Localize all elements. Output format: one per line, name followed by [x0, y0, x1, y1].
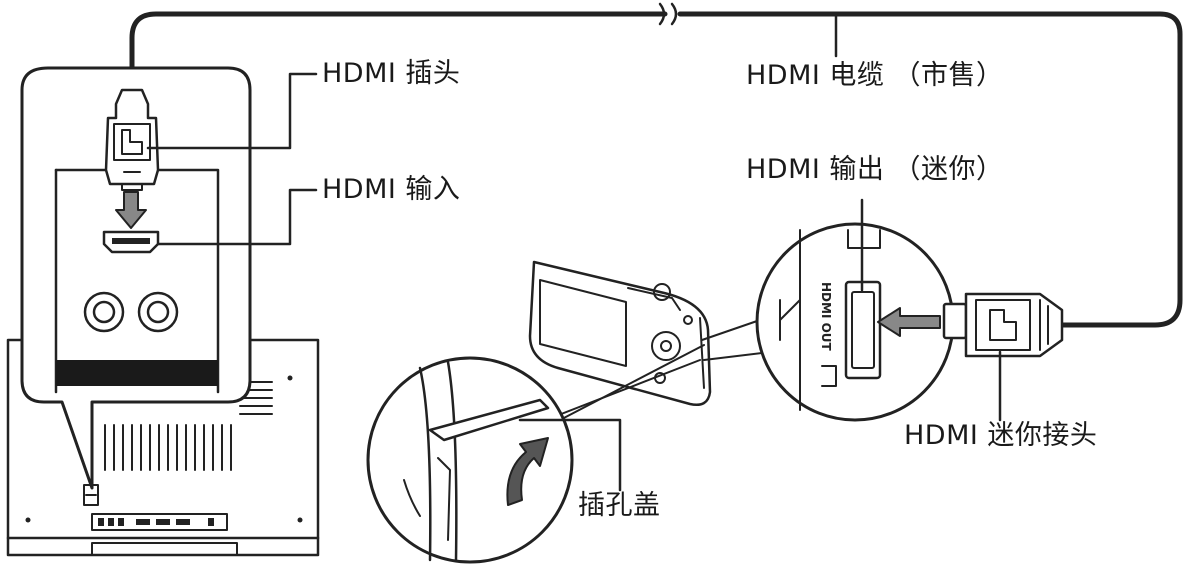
hdmi-mini-plug [942, 292, 1064, 358]
leader-line-port-cover [518, 418, 622, 492]
leader-lines-tv [146, 72, 318, 246]
tv-input-callout [20, 66, 252, 490]
label-hdmi-output-mini: HDMI 输出 （迷你） [746, 154, 1004, 185]
label-hdmi-cable: HDMI 电缆 （市售） [746, 60, 1004, 91]
port-marking-text: HDMI OUT [819, 282, 833, 352]
label-port-cover: 插孔盖 [578, 490, 661, 521]
port-cover-callout [366, 356, 574, 564]
hdmi-out-callout: HDMI OUT [755, 222, 955, 422]
hdmi-cable [129, 2, 1183, 328]
label-hdmi-mini-connector: HDMI 迷你接头 [904, 420, 1098, 451]
label-hdmi-input: HDMI 输入 [322, 174, 461, 205]
camera [528, 260, 712, 406]
label-hdmi-plug: HDMI 插头 [322, 58, 461, 89]
